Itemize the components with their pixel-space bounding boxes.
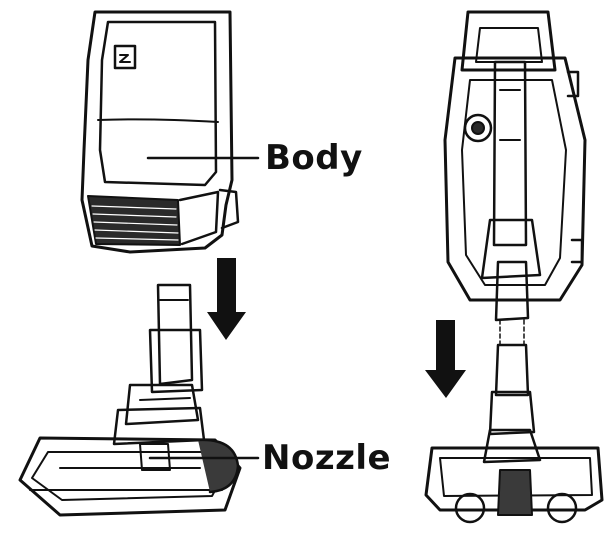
nozzle-label: Nozzle [262,438,392,478]
vacuum-body-illustration [80,10,260,254]
body-label: Body [265,138,363,178]
down-arrow-icon [425,320,466,398]
assembled-vacuum-illustration [424,10,604,524]
nozzle-illustration [18,283,260,517]
down-arrow-icon [207,258,246,340]
